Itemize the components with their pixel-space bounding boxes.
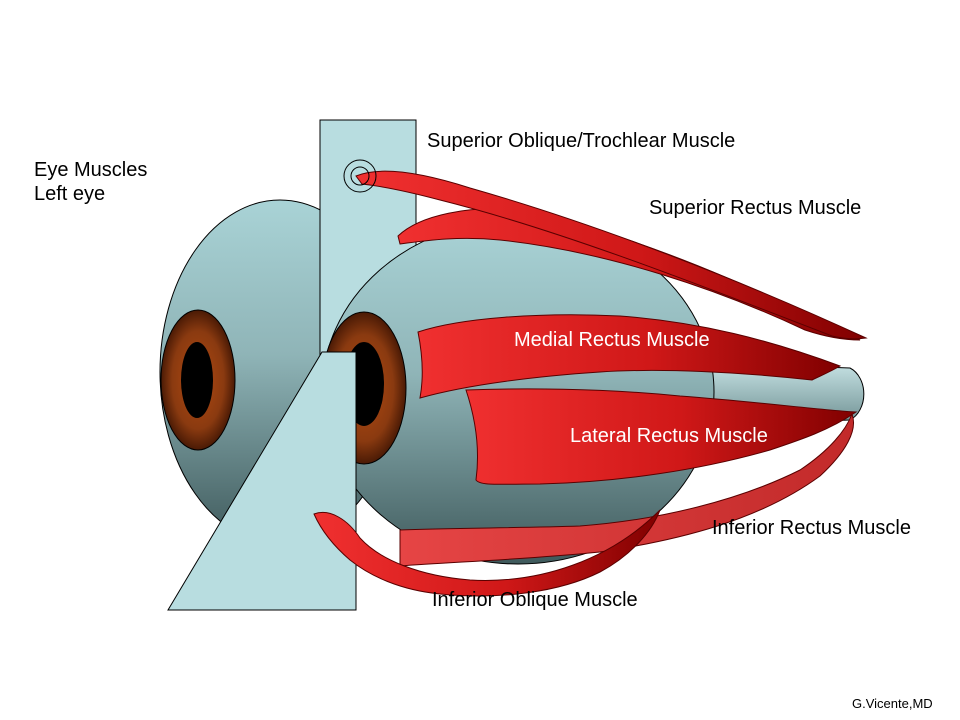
diagram-title: Eye Muscles Left eye <box>34 158 147 206</box>
medial-rectus-muscle <box>417 314 842 399</box>
inferior-oblique-muscle <box>313 509 661 597</box>
section-plate-lower <box>167 351 357 611</box>
right-iris <box>160 309 236 451</box>
title-line-1: Eye Muscles <box>34 159 148 181</box>
label-inferior-rectus: Inferior Rectus Muscle <box>712 517 911 539</box>
author-credit: G.Vicente,MD <box>852 696 933 711</box>
label-medial-rectus: Medial Rectus Muscle <box>514 329 710 351</box>
inferior-rectus-muscle <box>399 412 854 567</box>
superior-oblique-muscle <box>355 170 868 340</box>
lateral-rectus-muscle <box>465 388 858 485</box>
label-superior-oblique: Superior Oblique/Trochlear Muscle <box>427 130 736 152</box>
trochlea-pulley-icon <box>343 159 377 193</box>
label-superior-rectus: Superior Rectus Muscle <box>649 197 862 219</box>
label-lateral-rectus: Lateral Rectus Muscle <box>570 425 768 447</box>
right-pupil <box>181 342 213 418</box>
label-inferior-oblique: Inferior Oblique Muscle <box>432 589 638 611</box>
title-line-2: Left eye <box>34 183 106 205</box>
